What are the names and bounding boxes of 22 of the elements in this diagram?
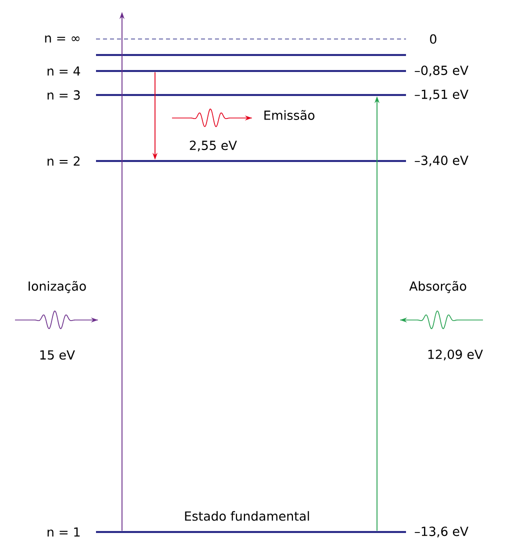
level-label: n = 3 <box>48 90 80 100</box>
level-label: n = 1 <box>48 527 80 537</box>
energy-value: –13,6 eV <box>414 526 468 538</box>
text-label: 15 eV <box>40 350 75 360</box>
energy-level-line <box>96 160 406 162</box>
energy-value: –0,85 eV <box>414 66 468 76</box>
text-label: Emissão <box>264 110 314 120</box>
energy-level-line <box>96 531 406 533</box>
level-label: n = 2 <box>48 156 80 166</box>
energy-value: –3,40 eV <box>414 156 468 166</box>
level-label: n = ∞ <box>45 36 80 42</box>
energy-level-line <box>96 54 406 56</box>
level-label: n = 4 <box>48 66 80 76</box>
energy-value: –1,51 eV <box>414 90 468 100</box>
text-label: 12,09 eV <box>428 350 483 360</box>
energy-level-line <box>96 70 406 72</box>
energy-value: 0 <box>430 34 436 44</box>
energy-level-line <box>96 94 406 96</box>
energy-level-line <box>96 38 406 40</box>
state-caption: Estado fundamental <box>185 511 309 521</box>
text-label: Ionização <box>28 280 86 294</box>
text-label: Absorção <box>409 280 466 294</box>
